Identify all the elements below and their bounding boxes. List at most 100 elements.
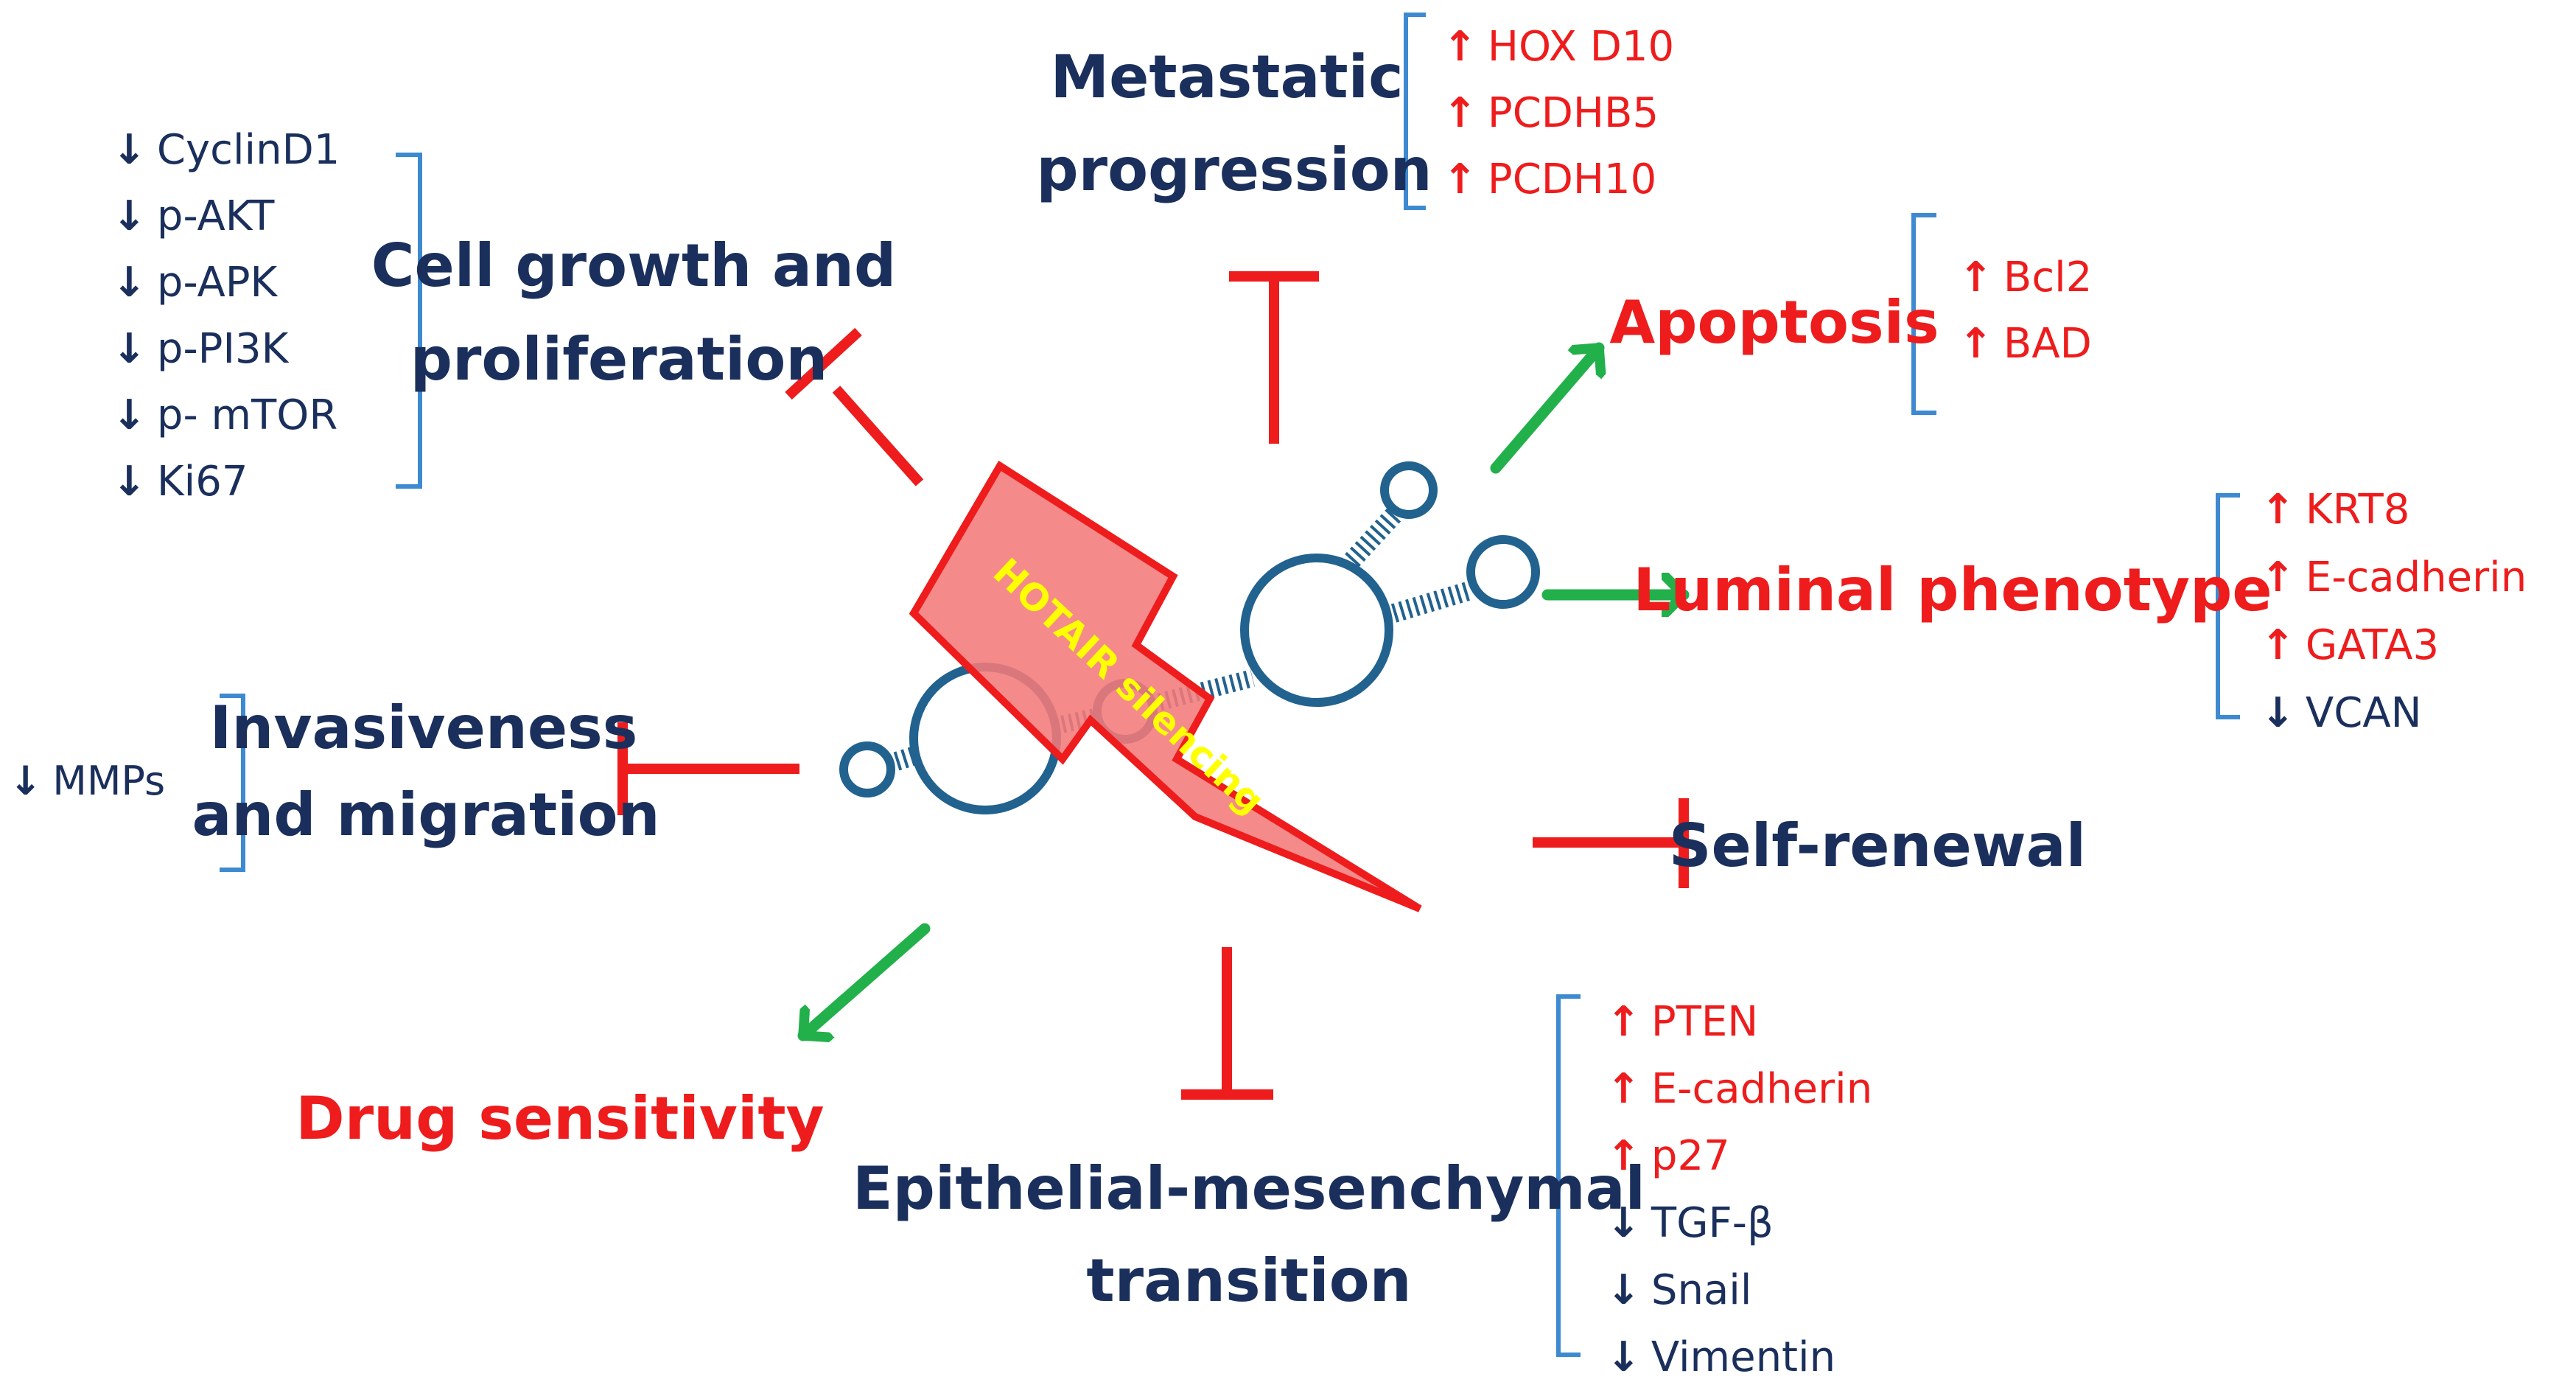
emt-marker: ↑p27 (1606, 1132, 1730, 1180)
down-arrow-icon: ↓ (112, 458, 147, 506)
emt-marker: ↓Vimentin (1606, 1333, 1835, 1381)
rna-loop-small-left (839, 741, 895, 798)
drug-title: Drug sensitivity (295, 1084, 824, 1153)
rna-loop-right-small (1466, 535, 1540, 609)
cell-growth-marker: ↓p-AKT (112, 192, 275, 240)
down-arrow-icon: ↓ (112, 126, 147, 174)
bracket-apoptosis (1911, 213, 1936, 415)
up-arrow-icon: ↑ (1443, 23, 1477, 71)
down-arrow-icon: ↓ (1606, 1199, 1641, 1247)
invasiveness-marker: ↓MMPs (9, 758, 165, 804)
up-arrow-icon: ↑ (2261, 554, 2295, 601)
inhibit-metastatic (1229, 271, 1319, 444)
cell-growth-marker: ↓p- mTOR (112, 391, 337, 439)
metastatic-marker: ↑PCDH10 (1443, 156, 1656, 203)
arrow-apoptosis (1490, 342, 1599, 474)
brackets (220, 13, 2240, 1357)
up-arrow-icon: ↑ (1606, 998, 1641, 1046)
self-renewal-title: Self-renewal (1669, 812, 2086, 880)
emt-title-2: transition (1086, 1246, 1411, 1315)
emt-marker: ↓Snail (1606, 1266, 1751, 1314)
bracket-metastatic (1404, 13, 1426, 210)
cell-growth-marker: ↓p-PI3K (112, 325, 290, 373)
cell-growth-marker: ↓CyclinD1 (112, 126, 340, 174)
bracket-cell-growth (396, 153, 422, 489)
emt-marker: ↑PTEN (1606, 998, 1758, 1046)
up-arrow-icon: ↑ (1606, 1132, 1641, 1180)
rna-stem (886, 746, 918, 773)
marker-name: p-PI3K (157, 325, 290, 373)
luminal-title: Luminal phenotype (1633, 556, 2272, 624)
emt-marker: ↓TGF-β (1606, 1199, 1774, 1247)
activation-arrows (797, 342, 1690, 1036)
marker-name: p-APK (157, 259, 279, 307)
luminal-marker: ↓VCAN (2261, 689, 2422, 737)
marker-name: p27 (1651, 1132, 1730, 1180)
emt-title-1: Epithelial-mesenchymal (853, 1154, 1645, 1223)
luminal-marker: ↑GATA3 (2261, 621, 2439, 669)
apoptosis-marker: ↑Bcl2 (1959, 254, 2092, 301)
marker-name: p-AKT (157, 192, 275, 240)
process-titles: Cell growth and proliferation Metastatic… (192, 43, 2272, 1315)
marker-name: E-cadherin (1651, 1065, 1872, 1113)
rna-stem (1340, 506, 1404, 573)
metastatic-marker: ↑PCDHB5 (1443, 89, 1659, 137)
invasiveness-title-2: and migration (192, 781, 659, 849)
marker-name: BAD (2003, 320, 2092, 368)
marker-name: CyclinD1 (157, 126, 340, 174)
marker-name: PCDH10 (1488, 156, 1656, 203)
metastatic-title-2: progression (1036, 136, 1432, 204)
down-arrow-icon: ↓ (1606, 1266, 1641, 1314)
cell-growth-title-1: Cell growth and (371, 231, 897, 300)
rna-stem (1384, 582, 1471, 625)
inhibit-invasiveness (617, 722, 799, 815)
rna-loop-right (1240, 554, 1393, 707)
metastatic-marker: ↑HOX D10 (1443, 23, 1674, 71)
marker-name: KRT8 (2306, 486, 2409, 534)
marker-name: E-cadherin (2306, 554, 2527, 601)
arrow-drug (797, 923, 931, 1036)
marker-name: HOX D10 (1488, 23, 1674, 71)
marker-name: Ki67 (157, 458, 248, 506)
down-arrow-icon: ↓ (9, 758, 42, 804)
metastatic-title-1: Metastatic (1050, 43, 1403, 111)
marker-name: MMPs (52, 758, 165, 804)
marker-name: TGF-β (1651, 1199, 1774, 1247)
apoptosis-marker: ↑BAD (1959, 320, 2092, 368)
marker-name: PTEN (1651, 998, 1758, 1046)
up-arrow-icon: ↑ (1606, 1065, 1641, 1113)
bracket-emt (1556, 994, 1581, 1357)
marker-name: Snail (1651, 1266, 1751, 1314)
cell-growth-marker: ↓p-APK (112, 259, 279, 307)
invasiveness-title-1: Invasiveness (210, 694, 638, 762)
marker-name: VCAN (2306, 689, 2422, 737)
up-arrow-icon: ↑ (1959, 320, 1993, 368)
down-arrow-icon: ↓ (1606, 1333, 1641, 1381)
down-arrow-icon: ↓ (112, 325, 147, 373)
bracket-luminal (2216, 493, 2240, 719)
rna-loop-top (1380, 461, 1438, 519)
marker-lists: ↓CyclinD1↓p-AKT↓p-APK↓p-PI3K↓p- mTOR↓Ki6… (9, 23, 2527, 1381)
inhibit-self-renewal (1533, 798, 1689, 888)
luminal-marker: ↑KRT8 (2261, 486, 2409, 534)
inhibit-cell-growth (785, 327, 924, 486)
apoptosis-title: Apoptosis (1609, 288, 1939, 357)
marker-name: Bcl2 (2003, 254, 2092, 301)
marker-name: GATA3 (2306, 621, 2439, 669)
marker-name: Vimentin (1651, 1333, 1835, 1381)
down-arrow-icon: ↓ (2261, 689, 2295, 737)
down-arrow-icon: ↓ (112, 259, 147, 307)
cell-growth-title-2: proliferation (410, 325, 828, 394)
emt-marker: ↑E-cadherin (1606, 1065, 1872, 1113)
up-arrow-icon: ↑ (1443, 156, 1477, 203)
bracket-invasiveness (220, 694, 245, 872)
down-arrow-icon: ↓ (112, 192, 147, 240)
marker-name: PCDHB5 (1488, 89, 1659, 137)
lightning-bolt-icon: HOTAIR silencing (909, 460, 1422, 912)
inhibit-emt (1181, 947, 1273, 1100)
luminal-marker: ↑E-cadherin (2261, 554, 2527, 601)
up-arrow-icon: ↑ (1443, 89, 1477, 137)
up-arrow-icon: ↑ (1959, 254, 1993, 301)
